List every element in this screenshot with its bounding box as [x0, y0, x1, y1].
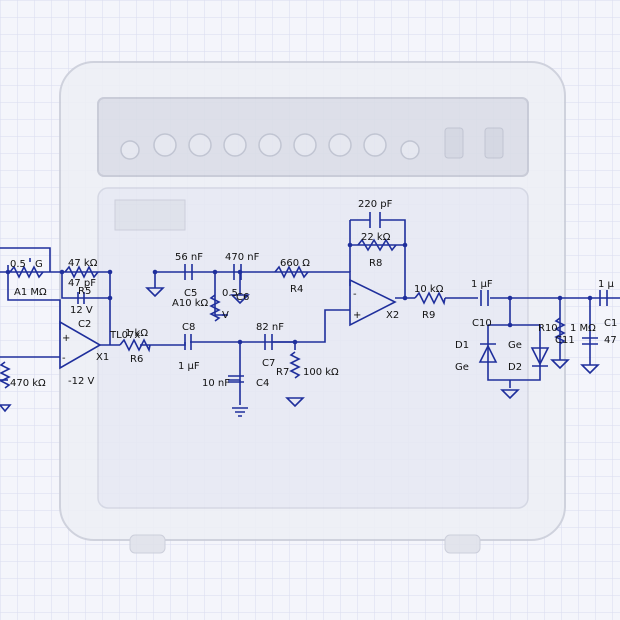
label-x1: X1 — [96, 352, 109, 363]
label-r9-value: 10 kΩ — [414, 284, 444, 295]
label-gain-pot-value: 0.5 — [10, 259, 26, 270]
resistor-r6 — [119, 338, 151, 353]
label-opamp-x2-minus: - — [353, 289, 357, 300]
label-r8: R8 — [369, 258, 382, 269]
potentiometer-a10k — [209, 294, 228, 322]
resistor-470k — [0, 361, 11, 389]
label-470k: 470 kΩ — [10, 378, 46, 389]
amplifier-background-image — [59, 61, 566, 554]
circuit-wires — [0, 219, 620, 405]
label-r5-value: 47 kΩ — [68, 258, 98, 269]
label-r4: R4 — [290, 284, 303, 295]
label-opamp-x1-plus: + — [62, 333, 70, 344]
junction-dots — [5, 242, 593, 345]
capacitor-c2 — [77, 292, 85, 304]
label-c11: C11 — [555, 335, 575, 346]
label-c6: C6 — [236, 292, 249, 303]
label-c-47pf: 47 pF — [68, 278, 96, 289]
label-c4-value: 10 nF — [202, 378, 230, 389]
label-c12: C1 — [604, 318, 617, 329]
capacitor-c10 — [480, 290, 489, 306]
capacitor-c4 — [228, 375, 244, 383]
resistor-r4 — [274, 265, 309, 279]
label-a10k: A10 kΩ — [172, 298, 209, 309]
label-g: G — [35, 259, 43, 270]
label-c4: C4 — [256, 378, 269, 389]
label-c8: C8 — [182, 322, 195, 333]
label-tl07x: TL07x — [109, 330, 140, 341]
label-r7-value: 100 kΩ — [303, 367, 339, 378]
label-c2: C2 — [78, 319, 91, 330]
capacitor-c11 — [582, 337, 598, 345]
label-neg-12v: -12 V — [68, 376, 95, 387]
diode-d2 — [530, 347, 550, 367]
label-c10: C10 — [472, 318, 492, 329]
label-12v: 12 V — [70, 305, 93, 316]
label-c6-value: 470 nF — [225, 252, 260, 263]
label-a1m: A1 MΩ — [14, 287, 47, 298]
label-c8-value: 1 µF — [178, 361, 200, 372]
label-d1: D1 — [455, 340, 469, 351]
label-x2: X2 — [386, 310, 399, 321]
label-r6-value: 1 kΩ — [125, 328, 148, 339]
label-ge-d2: Ge — [508, 340, 522, 351]
label-r5: R5 — [78, 286, 91, 297]
label-c12-value: 1 µ — [598, 279, 615, 290]
label-opamp-x2-plus: + — [353, 310, 361, 321]
capacitor-220pf — [369, 212, 381, 228]
label-r10: R10 — [538, 323, 558, 334]
opamp-x1 — [59, 320, 102, 370]
capacitor-c6 — [233, 264, 242, 280]
label-r9: R9 — [422, 310, 435, 321]
label-c5: C5 — [184, 288, 197, 299]
capacitor-c5 — [184, 264, 193, 280]
label-d2: D2 — [508, 362, 522, 373]
label-c10-value: 1 µF — [471, 279, 493, 290]
label-c-220pf: 220 pF — [358, 199, 393, 210]
ground-symbol — [0, 287, 600, 417]
label-r7: R7 — [276, 367, 289, 378]
label-opamp-x1-minus: - — [62, 353, 66, 364]
label-c11-value: 47 n — [604, 335, 620, 346]
label-pot-value: 0.5 — [222, 288, 238, 299]
capacitor-c8 — [184, 334, 192, 350]
opamp-x2 — [349, 278, 397, 327]
label-ge-d1: Ge — [455, 362, 469, 373]
label-c7-value: 82 nF — [256, 322, 284, 333]
label-r10-value: 1 MΩ — [570, 323, 596, 334]
resistor-r10 — [554, 317, 566, 345]
diode-d1 — [478, 343, 498, 363]
label-r8-value: 22 kΩ — [361, 232, 391, 243]
capacitor-c7 — [264, 334, 273, 350]
capacitor-c12 — [599, 290, 608, 306]
label-c7: C7 — [262, 358, 275, 369]
label-r6: R6 — [130, 354, 143, 365]
resistor-gain-pot — [9, 258, 44, 279]
resistor-r8 — [357, 238, 397, 252]
label-v: V — [222, 310, 229, 321]
resistor-r9 — [414, 291, 446, 306]
resistor-r5 — [64, 265, 99, 279]
resistor-r7 — [289, 351, 301, 379]
component-labels: 220 pF 22 kΩ R8 56 nF 470 nF 660 Ω R4 C5… — [10, 199, 620, 389]
label-c5-value: 56 nF — [175, 252, 203, 263]
label-r4-value: 660 Ω — [280, 258, 310, 269]
